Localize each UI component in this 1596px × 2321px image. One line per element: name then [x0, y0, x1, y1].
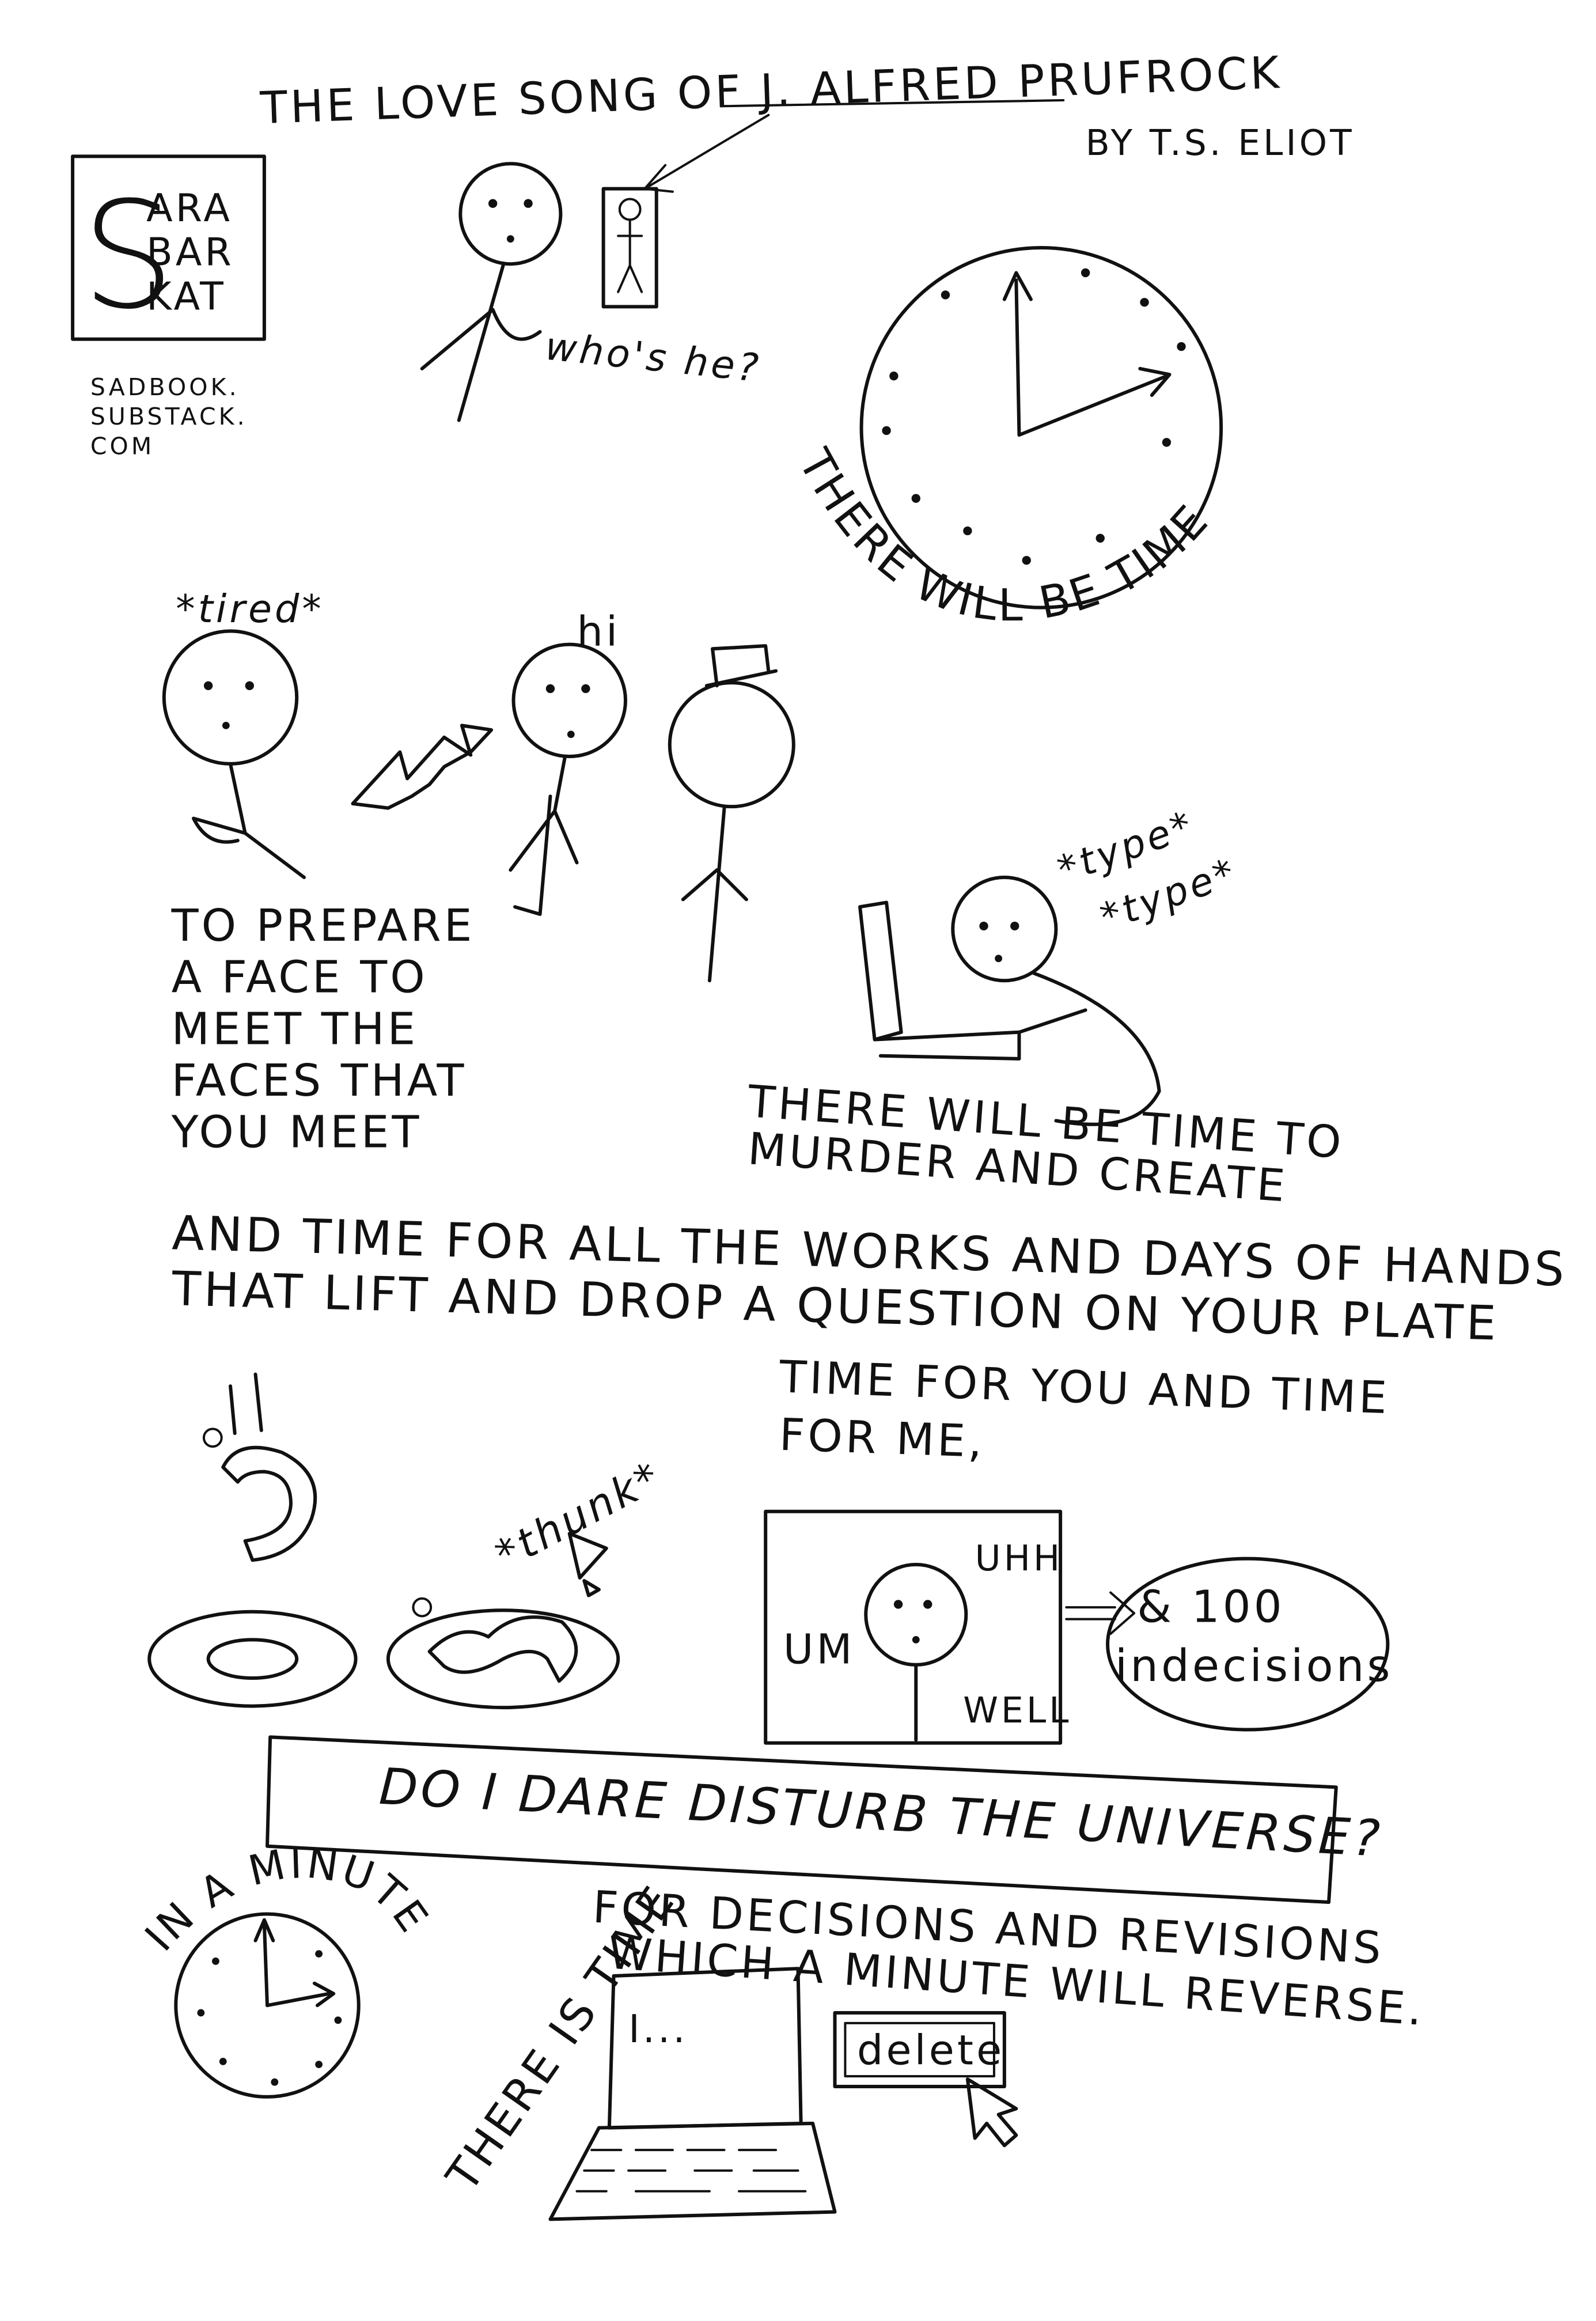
logo-line-3: KAT: [146, 274, 226, 319]
plate-icon: [149, 1612, 355, 1706]
stick-figure-tired: [164, 631, 304, 877]
laptop-keyboard-icon: [550, 1968, 835, 2219]
universe-banner: DO I DARE DISTURB THE UNIVERSE?: [267, 1737, 1384, 1902]
logo-initial: S: [81, 170, 178, 342]
caption-line-5: YOU MEET: [171, 1107, 422, 1158]
title: THE LOVE SONG OF J. ALFRED PRUFROCK: [259, 47, 1283, 134]
um-label: UM: [783, 1625, 855, 1673]
small-clock-icon: [176, 1914, 358, 2097]
plate-with-question-icon: [388, 1534, 618, 1707]
indecisions-line-1: & 100: [1137, 1582, 1284, 1633]
author: BY T.S. ELIOT: [1086, 123, 1355, 164]
hi-label: hi: [577, 607, 621, 656]
author-logo: S ARA BAR KAT: [73, 156, 264, 342]
tired-label: *tired*: [176, 586, 324, 631]
well-label: WELL: [963, 1690, 1071, 1731]
caption-line-1: TO PREPARE: [171, 900, 475, 952]
caption-line-2: A FACE TO: [172, 952, 428, 1004]
site-line-3: COM: [90, 432, 155, 460]
thunk-label: *thunk*: [487, 1452, 669, 1579]
clock-icon: [862, 248, 1222, 608]
stick-figure-greeter: [510, 645, 625, 914]
panel2-caption: TO PREPARE A FACE TO MEET THE FACES THAT…: [171, 900, 475, 1158]
stick-figure-top-hat: [670, 646, 794, 980]
falling-question-mark-icon: [204, 1375, 315, 1561]
stick-figure-prufrock: [422, 164, 561, 420]
indecision-frame: [765, 1512, 1060, 1743]
cursor-arrow-icon: [968, 2079, 1016, 2145]
logo-line-1: ARA: [146, 185, 233, 230]
title-underline: [721, 100, 1063, 106]
portrait-frame-icon: [604, 189, 657, 307]
indecisions-line-2: indecisions: [1115, 1641, 1393, 1692]
site-line-2: SUBSTACK.: [90, 403, 248, 430]
delete-button-drawing: delete: [835, 2013, 1004, 2087]
banner-text: DO I DARE DISTURB THE UNIVERSE?: [378, 1757, 1384, 1868]
laptop-icon: [860, 903, 1019, 1059]
caption-line-3: MEET THE: [172, 1004, 419, 1055]
indecisions-bubble: & 100 indecisions: [1108, 1559, 1393, 1730]
caption-line-4: FACES THAT: [172, 1055, 467, 1107]
delete-label: delete: [857, 2026, 1004, 2074]
in-a-minute-arc: IN A MINUTE: [135, 1839, 439, 1960]
there-will-be-time-arc: THERE WILL BE TIME: [788, 441, 1219, 631]
arrow-icon: [1066, 1592, 1134, 1634]
screen-text: I...: [628, 2006, 688, 2051]
pointer-line: [645, 115, 768, 192]
stick-figure-typing: [953, 877, 1159, 1124]
site-line-1: SADBOOK.: [90, 373, 240, 401]
time-for-you-line-2: FOR ME,: [779, 1410, 986, 1468]
uhh-label: UHH: [975, 1538, 1063, 1579]
logo-line-2: BAR: [146, 230, 234, 275]
lightning-bolt-icon: [352, 725, 491, 808]
whos-he-speech: who's he?: [543, 324, 763, 391]
